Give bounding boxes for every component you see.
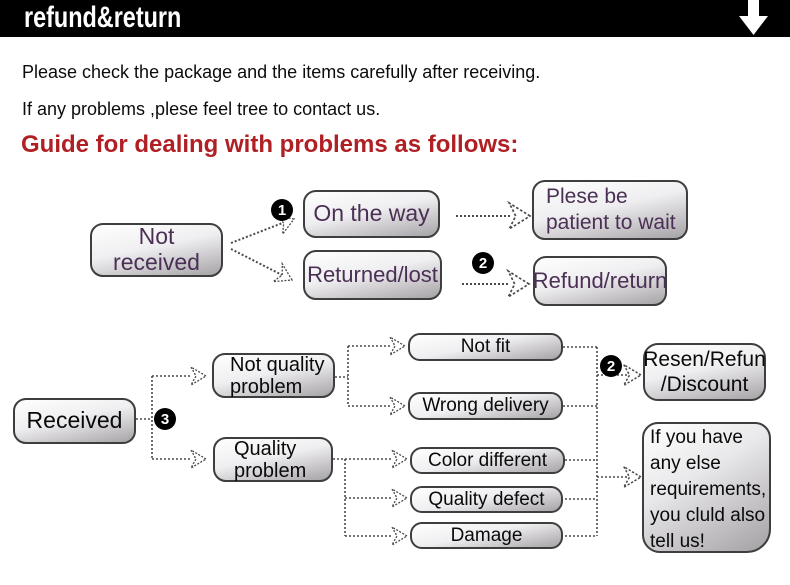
- arrow-returned-lost-to-refund-return: [462, 268, 531, 300]
- node-quality-problem: Quality problem: [213, 437, 333, 482]
- node-not-received: Not received: [90, 223, 223, 277]
- node-not-quality-problem: Not quality problem: [212, 353, 335, 398]
- badge-step-2: 2: [472, 252, 494, 274]
- header-banner: refund&return: [0, 0, 790, 37]
- down-arrow-icon: [736, 0, 770, 36]
- arrow-not-received-to-returned-lost: [230, 248, 294, 283]
- bracket-not-quality: [335, 335, 407, 417]
- node-refund-return: Refund/return: [533, 256, 667, 306]
- node-patient-to-wait: Plese be patient to wait: [532, 180, 688, 240]
- node-color-different: Color different: [410, 447, 565, 474]
- node-resend-refund-discount: Resen/Refun /Discount: [643, 343, 766, 401]
- merge-rail: [563, 346, 598, 537]
- node-wrong-delivery: Wrong delivery: [408, 392, 563, 420]
- badge-step-3: 3: [154, 408, 176, 430]
- badge-step-2-second: 2: [600, 355, 622, 377]
- arrow-merge-to-if-you-have: [597, 464, 643, 490]
- guide-heading: Guide for dealing with problems as follo…: [21, 131, 519, 158]
- banner-title: refund&return: [24, 1, 182, 34]
- node-on-the-way: On the way: [303, 190, 440, 238]
- badge-step-1: 1: [271, 199, 293, 221]
- intro-line-1: Please check the package and the items c…: [22, 62, 541, 82]
- node-damage: Damage: [410, 522, 563, 549]
- arrow-on-the-way-to-patient: [456, 200, 532, 232]
- arrow-not-received-to-on-the-way: [230, 214, 296, 244]
- node-if-you-have: If you have any else requirements, you c…: [642, 422, 771, 553]
- intro-line-2: If any problems ,plese feel tree to cont…: [22, 99, 381, 119]
- node-not-fit: Not fit: [408, 333, 563, 361]
- node-received: Received: [13, 398, 136, 444]
- bracket-quality-problem: [333, 448, 409, 547]
- node-returned-lost: Returned/lost: [303, 250, 442, 300]
- arrow-merge-to-resen: [597, 362, 643, 388]
- node-quality-defect: Quality defect: [410, 486, 563, 513]
- bracket-received: [136, 365, 208, 470]
